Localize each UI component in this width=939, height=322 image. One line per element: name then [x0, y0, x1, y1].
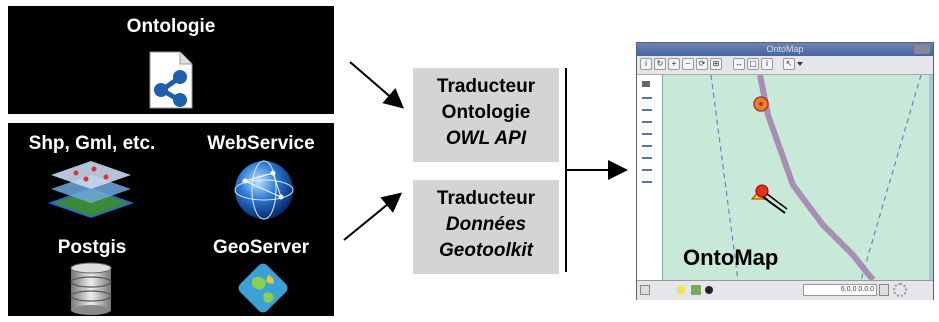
- info-icon[interactable]: i: [640, 58, 652, 70]
- translator-data-line3: Geotoolkit: [439, 240, 533, 261]
- zoom-in-icon[interactable]: +: [668, 58, 680, 70]
- webservice-label: WebService: [207, 133, 315, 154]
- translator-data-box: Traducteur Données Geotoolkit: [413, 180, 559, 274]
- map-view[interactable]: OntoMap: [663, 75, 929, 280]
- layer-item[interactable]: [642, 133, 652, 135]
- translator-data-line1: Traducteur: [436, 188, 536, 209]
- layer-item[interactable]: [642, 145, 652, 147]
- pointer-icon[interactable]: ↖: [783, 58, 795, 70]
- translator-ontology-line1: Traducteur: [436, 76, 536, 97]
- arrow-ontology-to-translator: [349, 61, 405, 109]
- layer-panel[interactable]: [637, 75, 663, 280]
- window-title: OntoMap: [766, 44, 804, 54]
- geoserver-label: GeoServer: [212, 237, 310, 258]
- window-titlebar[interactable]: OntoMap: [637, 43, 933, 56]
- scale-value: 6.0.0.0.0.0: [840, 286, 874, 293]
- layers-icon: [46, 159, 136, 223]
- layer-item[interactable]: [642, 121, 652, 123]
- geoserver-icon: [234, 259, 292, 317]
- map-canvas[interactable]: [663, 75, 929, 280]
- status-bar: 6.0.0.0.0.0: [637, 280, 933, 300]
- pan-icon[interactable]: ↔: [733, 58, 745, 70]
- edit-icon[interactable]: [691, 285, 701, 295]
- postgis-label: Postgis: [57, 237, 127, 258]
- globe-network-icon: [233, 159, 295, 221]
- layer-item[interactable]: [642, 169, 652, 171]
- layer-item[interactable]: [642, 109, 652, 111]
- scroll-left-icon[interactable]: [640, 285, 650, 295]
- translator-ontology-line2: Ontologie: [441, 102, 531, 123]
- record-icon[interactable]: [705, 286, 713, 294]
- ontology-label: Ontologie: [126, 16, 216, 37]
- layer-item[interactable]: [642, 81, 650, 87]
- refresh-icon[interactable]: ↻: [654, 58, 666, 70]
- identify-icon[interactable]: i: [761, 58, 773, 70]
- database-icon: [68, 261, 114, 315]
- bulb-icon[interactable]: [677, 285, 685, 295]
- map-toolbar: i ↻ + − ⟳ ⊞ ↔ ▢ i ↖: [637, 56, 933, 75]
- ontology-source-box: Ontologie: [8, 6, 334, 114]
- scale-field[interactable]: 6.0.0.0.0.0: [803, 284, 877, 296]
- scale-dropdown-icon[interactable]: [879, 284, 889, 296]
- ontology-share-icon: [146, 50, 196, 110]
- busy-indicator-icon: [893, 283, 907, 297]
- arrow-data-to-translator: [343, 192, 403, 241]
- ontomap-window: OntoMap i ↻ + − ⟳ ⊞ ↔ ▢ i ↖: [636, 42, 934, 300]
- shp-label: Shp, Gml, etc.: [28, 133, 156, 154]
- select-icon[interactable]: ▢: [747, 58, 759, 70]
- chevron-down-icon[interactable]: [797, 62, 803, 66]
- ontomap-label: OntoMap: [683, 245, 779, 270]
- translator-data-line2: Données: [445, 214, 527, 235]
- layer-item[interactable]: [642, 157, 652, 159]
- window-controls-icon[interactable]: [914, 45, 930, 54]
- rotate-icon[interactable]: ⟳: [696, 58, 708, 70]
- translator-ontology-box: Traducteur Ontologie OWL API: [413, 68, 559, 162]
- layer-item[interactable]: [642, 181, 652, 183]
- zoom-extent-icon[interactable]: ⊞: [710, 58, 722, 70]
- translator-ontology-line3: OWL API: [445, 128, 527, 149]
- layer-item[interactable]: [642, 97, 652, 99]
- data-sources-box: Shp, Gml, etc. WebService: [8, 123, 334, 316]
- zoom-out-icon[interactable]: −: [682, 58, 694, 70]
